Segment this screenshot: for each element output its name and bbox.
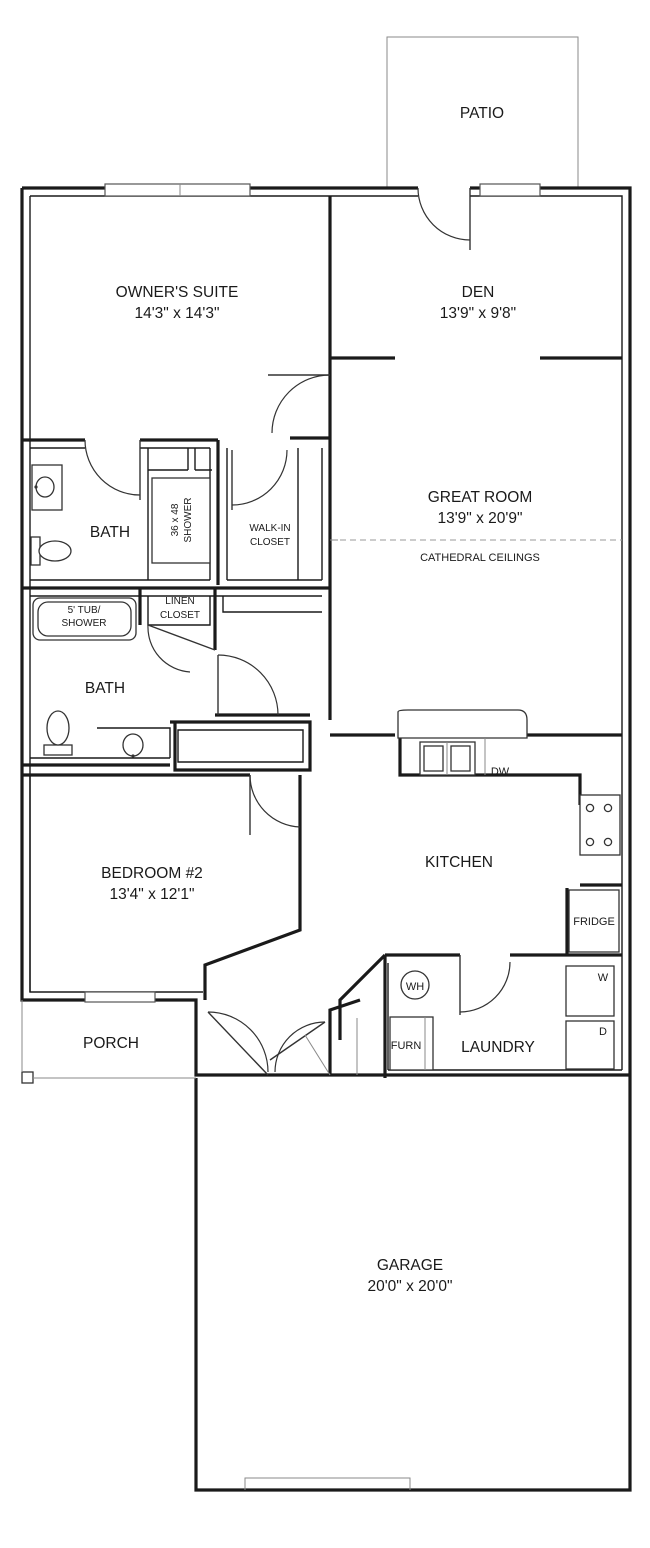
owners-suite-size: 14'3" x 14'3" bbox=[134, 305, 219, 322]
fridge-icon bbox=[568, 889, 620, 953]
walkin-closet-label-line2: CLOSET bbox=[250, 537, 290, 548]
window-bedroom2 bbox=[84, 991, 156, 1003]
porch-label: PORCH bbox=[83, 1035, 139, 1052]
furnace-label: FURN bbox=[391, 1040, 422, 1052]
linen-closet-label-line1: LINEN bbox=[165, 596, 194, 607]
interior-thin-walls bbox=[29, 447, 622, 1071]
tub-label-line1: 5' TUB/ bbox=[68, 605, 101, 616]
porch-post bbox=[21, 1071, 34, 1084]
patio-outline bbox=[386, 36, 579, 188]
owner-bath-label: BATH bbox=[90, 524, 130, 541]
washer-icon bbox=[565, 965, 615, 1017]
porch-outline bbox=[21, 1000, 196, 1079]
linen-closet-label-line2: CLOSET bbox=[160, 610, 200, 621]
hall-bath-label: BATH bbox=[85, 680, 125, 697]
kitchen-label: KITCHEN bbox=[425, 854, 493, 871]
range-icon bbox=[579, 794, 621, 856]
cathedral-ceilings-note: CATHEDRAL CEILINGS bbox=[420, 552, 540, 564]
tub-label-line2: SHOWER bbox=[62, 618, 107, 629]
garage-size: 20'0" x 20'0" bbox=[367, 1278, 452, 1295]
sink-icon bbox=[35, 476, 55, 498]
den-label: DEN bbox=[462, 284, 495, 301]
laundry-label: LAUNDRY bbox=[461, 1039, 535, 1056]
furnace-icon bbox=[389, 1016, 434, 1071]
interior-walls bbox=[22, 196, 632, 1492]
sink-icon bbox=[122, 733, 144, 757]
washer-label: W bbox=[598, 972, 609, 984]
water-heater-label: WH bbox=[406, 981, 424, 993]
window-den bbox=[479, 183, 541, 197]
laundry-fixtures bbox=[389, 965, 615, 1071]
bedroom2-label: BEDROOM #2 bbox=[101, 865, 203, 882]
great-room-label: GREAT ROOM bbox=[428, 489, 533, 506]
kitchen-island bbox=[397, 709, 528, 739]
garage-label: GARAGE bbox=[377, 1257, 443, 1274]
door-swings bbox=[84, 187, 511, 1076]
kitchen-fixtures bbox=[397, 709, 621, 953]
shower-stall bbox=[151, 477, 211, 564]
garage-door bbox=[244, 1477, 411, 1490]
dryer-icon bbox=[565, 1020, 615, 1070]
toilet-icon bbox=[46, 710, 70, 746]
shower-label-line2: SHOWER bbox=[183, 498, 194, 543]
window-owners-suite bbox=[104, 183, 251, 197]
owner-bath-fixtures bbox=[30, 464, 211, 566]
bedroom2-size: 13'4" x 12'1" bbox=[109, 886, 194, 903]
water-heater-icon bbox=[400, 970, 430, 1000]
hall-bath-fixtures bbox=[32, 597, 144, 758]
toilet-icon bbox=[38, 540, 72, 562]
walkin-closet-label-line1: WALK-IN bbox=[249, 523, 290, 534]
fridge-label: FRIDGE bbox=[573, 916, 615, 928]
dryer-label: D bbox=[599, 1026, 607, 1038]
dishwasher-label: DW bbox=[491, 766, 510, 778]
den-size: 13'9" x 9'8" bbox=[440, 305, 516, 322]
patio-label: PATIO bbox=[460, 105, 504, 122]
shower-label-line1: 36 x 48 bbox=[170, 503, 181, 536]
toilet-tank-icon bbox=[43, 744, 73, 756]
great-room-size: 13'9" x 20'9" bbox=[437, 510, 522, 527]
owners-suite-label: OWNER'S SUITE bbox=[116, 284, 239, 301]
